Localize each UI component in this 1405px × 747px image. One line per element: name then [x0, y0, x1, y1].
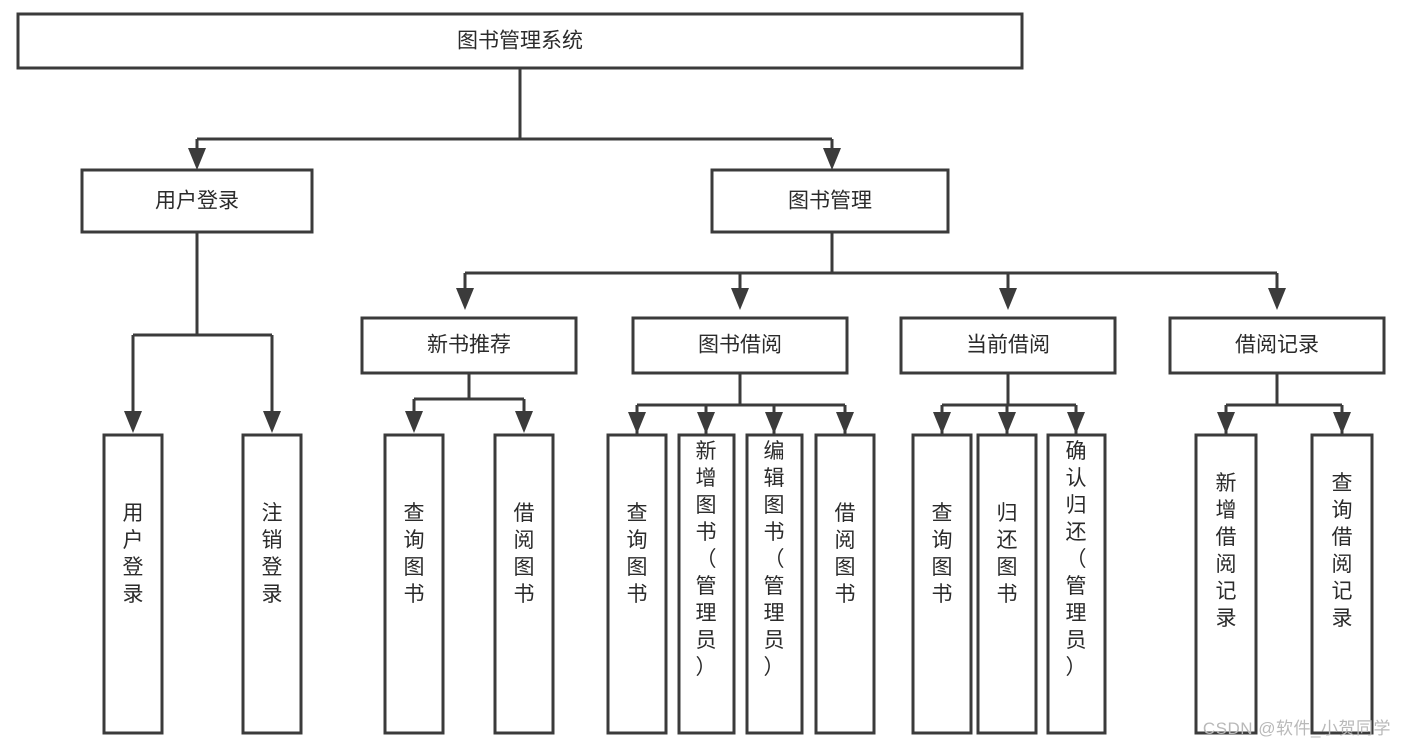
node-leaf-user-logout[interactable]: 注销登录: [241, 433, 303, 735]
node-user-login[interactable]: 用户登录: [80, 168, 314, 234]
node-label-leaf-user-logout: 注销登录: [262, 502, 283, 606]
node-label-leaf-query-book-3: 查询图书: [932, 502, 953, 606]
node-label-current-borrow: 当前借阅: [966, 334, 1050, 357]
arrow-to-leaf-borrow-book-1: [515, 411, 533, 433]
arrow-to-book-management: [823, 148, 841, 170]
csdn-watermark: CSDN @软件_小贺同学: [1202, 719, 1391, 738]
node-label-leaf-query-book-1: 查询图书: [404, 502, 425, 606]
node-label-leaf-return-book: 归还图书: [997, 502, 1018, 606]
arrow-to-leaf-edit-book: [765, 412, 783, 434]
node-label-book-borrow: 图书借阅: [698, 334, 782, 357]
node-leaf-borrow-book-1[interactable]: 借阅图书: [493, 433, 555, 735]
node-leaf-add-book[interactable]: 新增图书（管理员）: [677, 433, 736, 735]
node-label-leaf-borrow-book-1: 借阅图书: [514, 502, 535, 606]
node-current-borrow[interactable]: 当前借阅: [899, 316, 1117, 375]
connector-group-root: [188, 68, 841, 170]
node-label-leaf-confirm-return: 确认归还（管理员）: [1066, 440, 1087, 679]
arrow-to-leaf-return-book: [998, 412, 1016, 434]
node-book-borrow[interactable]: 图书借阅: [631, 316, 849, 375]
node-label-leaf-query-record: 查询借阅记录: [1332, 472, 1353, 630]
node-label-leaf-borrow-book-2: 借阅图书: [835, 502, 856, 606]
node-leaf-return-book[interactable]: 归还图书: [976, 433, 1038, 735]
node-leaf-query-book-1[interactable]: 查询图书: [383, 433, 445, 735]
node-label-leaf-add-book: 新增图书（管理员）: [696, 440, 717, 679]
node-book-management[interactable]: 图书管理: [710, 168, 950, 234]
arrow-to-borrow-record: [1268, 288, 1286, 310]
node-leaf-query-book-2[interactable]: 查询图书: [606, 433, 668, 735]
node-label-leaf-query-book-2: 查询图书: [627, 502, 648, 606]
arrow-to-leaf-add-record: [1217, 412, 1235, 434]
arrow-to-leaf-query-book-3: [933, 412, 951, 434]
connector-group-borrow-record: [1217, 373, 1351, 435]
node-label-leaf-edit-book: 编辑图书（管理员）: [764, 440, 785, 679]
node-leaf-add-record[interactable]: 新增借阅记录: [1194, 433, 1258, 735]
connector-group-new-book-recommend: [405, 373, 533, 433]
connector-group-book-management: [456, 232, 1286, 310]
connector-group-current-borrow: [933, 373, 1085, 435]
arrow-to-leaf-add-book: [697, 412, 715, 434]
node-borrow-record[interactable]: 借阅记录: [1168, 316, 1386, 375]
node-label-book-management: 图书管理: [788, 190, 872, 213]
node-label-borrow-record: 借阅记录: [1235, 334, 1319, 357]
connector-group-user-login: [124, 232, 281, 433]
node-label-leaf-add-record: 新增借阅记录: [1216, 472, 1237, 630]
node-label-leaf-user-login: 用户登录: [123, 502, 144, 606]
arrow-to-leaf-query-record: [1333, 412, 1351, 434]
arrow-to-user-login: [188, 148, 206, 170]
node-label-new-book-recommend: 新书推荐: [427, 334, 511, 357]
arrow-to-leaf-query-book-2: [628, 412, 646, 434]
arrow-to-book-borrow: [731, 288, 749, 310]
node-leaf-query-book-3[interactable]: 查询图书: [911, 433, 973, 735]
node-root-system[interactable]: 图书管理系统: [16, 12, 1024, 70]
node-leaf-borrow-book-2[interactable]: 借阅图书: [814, 433, 876, 735]
node-leaf-confirm-return[interactable]: 确认归还（管理员）: [1046, 433, 1107, 735]
node-leaf-query-record[interactable]: 查询借阅记录: [1310, 433, 1374, 735]
node-new-book-recommend[interactable]: 新书推荐: [360, 316, 578, 375]
node-label-root: 图书管理系统: [457, 30, 583, 53]
arrow-to-leaf-user-login: [124, 411, 142, 433]
arrow-to-leaf-query-book-1: [405, 411, 423, 433]
connector-group-book-borrow: [628, 373, 854, 435]
arrow-to-current-borrow: [999, 288, 1017, 310]
node-leaf-edit-book[interactable]: 编辑图书（管理员）: [745, 433, 804, 735]
arrow-to-leaf-confirm-return: [1067, 412, 1085, 434]
arrow-to-leaf-borrow-book-2: [836, 412, 854, 434]
arrow-to-leaf-user-logout: [263, 411, 281, 433]
node-label-user-login: 用户登录: [155, 190, 239, 213]
node-leaf-user-login[interactable]: 用户登录: [102, 433, 164, 735]
arrow-to-new-book-recommend: [456, 288, 474, 310]
